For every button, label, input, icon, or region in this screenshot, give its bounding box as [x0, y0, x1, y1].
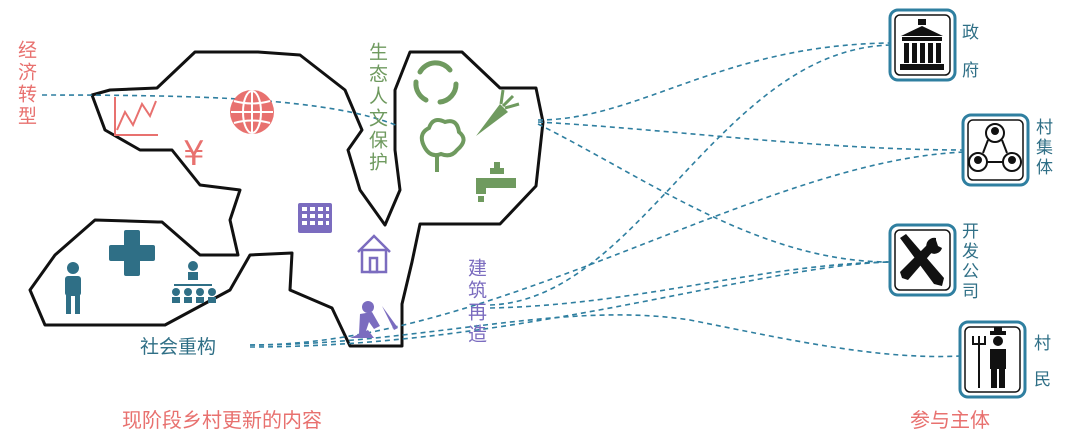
medical-cross-icon	[109, 230, 155, 276]
connector-building-developer	[489, 261, 891, 309]
connector-ecology-collective	[537, 121, 966, 151]
content-caption: 现阶段乡村更新的内容	[122, 408, 322, 432]
actor-developer-box	[888, 223, 957, 297]
government-building-icon	[900, 19, 944, 70]
connector-building-government	[489, 44, 891, 306]
actor-collective-box	[961, 113, 1030, 187]
construction-worker-icon	[350, 301, 398, 338]
connector-ecology-developer	[537, 123, 891, 263]
recycle-icon	[413, 60, 459, 105]
carrot-icon	[476, 89, 520, 136]
actors-caption: 参与主体	[910, 408, 990, 432]
farmer-icon	[972, 327, 1006, 388]
actor-government-box	[888, 8, 957, 82]
actor-collective-label: 村集体	[1036, 118, 1053, 178]
tools-icon	[900, 234, 944, 286]
ecology-culture-protection-label: 生态人文保护	[366, 42, 388, 174]
yen-icon: ¥	[183, 134, 205, 174]
connector-social-villager	[249, 314, 961, 358]
building-grid-icon	[298, 203, 332, 233]
economic-transformation-label: 经济转型	[15, 40, 37, 128]
chart-icon	[114, 97, 158, 136]
building-reconstruction-label: 建筑再造	[465, 258, 487, 346]
house-icon	[357, 234, 391, 274]
faucet-icon	[476, 162, 516, 202]
people-network-icon	[968, 123, 1022, 172]
connector-ecology-government	[537, 42, 891, 121]
actor-developer-label: 开发公司	[962, 222, 979, 302]
social-reconstruction-label: 社会重构	[140, 336, 217, 358]
connector-lines	[41, 42, 966, 358]
person-icon	[65, 262, 81, 314]
tree-icon	[419, 118, 466, 172]
actor-villager-box	[958, 320, 1027, 399]
connector-social-developer	[249, 261, 891, 348]
actor-government-label: 政府	[962, 23, 979, 81]
org-chart-icon	[172, 261, 216, 303]
connector-economic-line	[41, 94, 399, 127]
globe-icon	[230, 90, 274, 134]
hexagon-outline	[28, 50, 545, 348]
actor-villager-label: 村民	[1034, 334, 1051, 390]
